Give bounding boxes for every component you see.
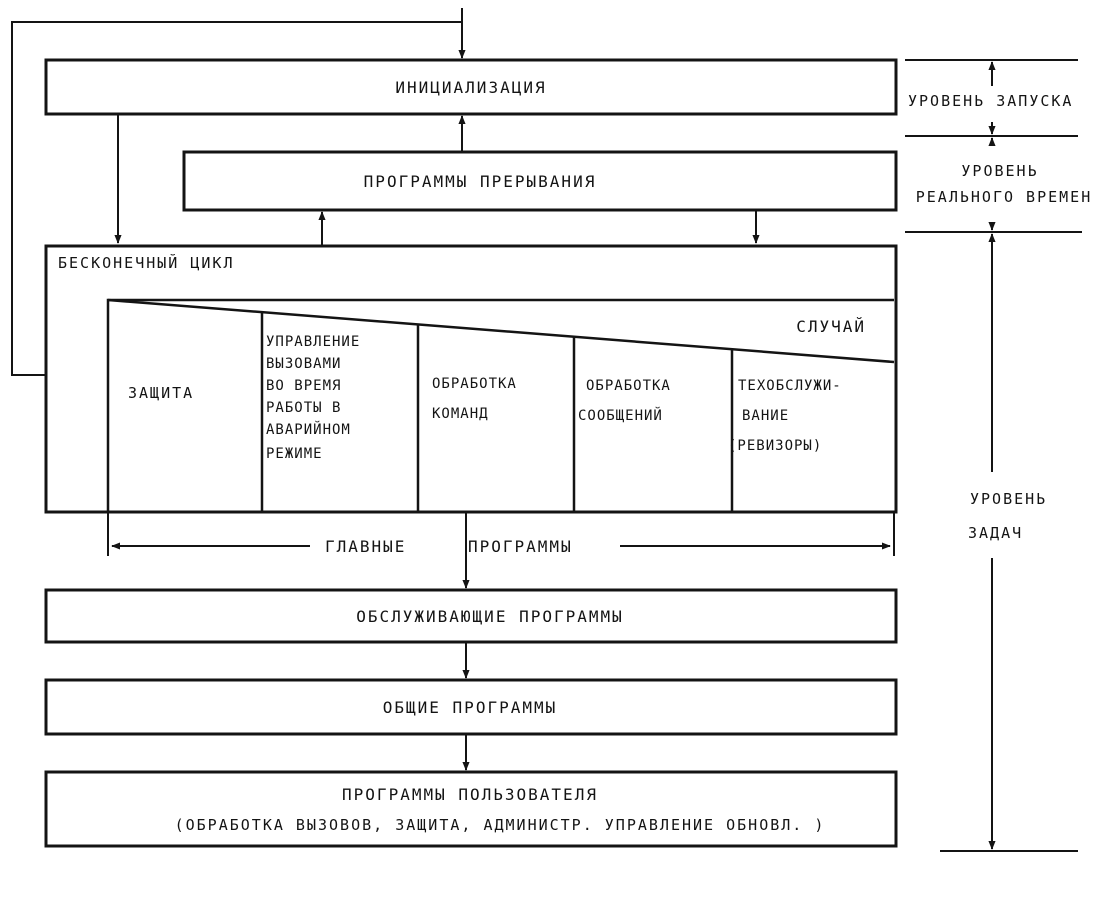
infinite-loop-box: БЕСКОНЕЧНЫЙ ЦИКЛ СЛУЧАЙ ЗАЩИТА УПРАВЛЕНИ… (44, 244, 898, 514)
interrupt-label: ПРОГРАММЫ ПРЕРЫВАНИЯ (364, 172, 597, 191)
interrupt-box: ПРОГРАММЫ ПРЕРЫВАНИЯ (182, 150, 898, 212)
case-structure: СЛУЧАЙ (106, 298, 895, 512)
column-text: СООБЩЕНИЙ (578, 406, 663, 424)
init-box: ИНИЦИАЛИЗАЦИЯ (44, 58, 898, 116)
main-programs-left-label: ГЛАВНЫЕ (325, 537, 406, 556)
column-text: (РЕВИЗОРЫ) (728, 438, 822, 454)
column-text: РАБОТЫ В (266, 400, 341, 416)
column-text: УПРАВЛЕНИЕ (266, 334, 360, 350)
column-text: ТЕХОБСЛУЖИ- (738, 378, 842, 394)
user-programs-title: ПРОГРАММЫ ПОЛЬЗОВАТЕЛЯ (342, 785, 598, 804)
column-text: ВАНИЕ (742, 408, 789, 424)
level-realtime-line2: РЕАЛЬНОГО ВРЕМЕН (916, 188, 1093, 206)
top-arrows (114, 114, 760, 246)
level-scale: УРОВЕНЬ ЗАПУСКА УРОВЕНЬ РЕАЛЬНОГО ВРЕМЕН… (905, 59, 1093, 852)
case-label: СЛУЧАЙ (796, 317, 866, 336)
main-programs-span: ГЛАВНЫЕ ПРОГРАММЫ (107, 512, 895, 556)
service-programs-box: ОБСЛУЖИВАЮЩИЕ ПРОГРАММЫ (44, 588, 898, 644)
level-startup-label: УРОВЕНЬ ЗАПУСКА (908, 92, 1073, 110)
column-text: ОБРАБОТКА (586, 378, 671, 394)
level-tasks-line1: УРОВЕНЬ (970, 490, 1047, 508)
column-emergency-call-control: УПРАВЛЕНИЕ ВЫЗОВАМИ ВО ВРЕМЯ РАБОТЫ В АВ… (266, 334, 360, 462)
column-text: ВО ВРЕМЯ (266, 378, 341, 394)
main-programs-right-label: ПРОГРАММЫ (468, 537, 573, 556)
column-text: ОБРАБОТКА (432, 376, 517, 392)
column-command-processing: ОБРАБОТКА КОМАНД (432, 376, 517, 422)
column-text: ВЫЗОВАМИ (266, 356, 341, 372)
general-programs-label: ОБЩИЕ ПРОГРАММЫ (383, 698, 558, 717)
column-text: РЕЖИМЕ (266, 446, 323, 462)
column-maintenance: ТЕХОБСЛУЖИ- ВАНИЕ (РЕВИЗОРЫ) (728, 378, 842, 454)
column-protection: ЗАЩИТА (128, 384, 194, 402)
level-tasks-line2: ЗАДАЧ (968, 524, 1023, 542)
user-programs-subtitle: (ОБРАБОТКА ВЫЗОВОВ, ЗАЩИТА, АДМИНИСТР. У… (175, 816, 826, 834)
column-text: ЗАЩИТА (128, 384, 194, 402)
general-programs-box: ОБЩИЕ ПРОГРАММЫ (44, 678, 898, 736)
infinite-loop-label: БЕСКОНЕЧНЫЙ ЦИКЛ (58, 253, 235, 272)
column-text: АВАРИЙНОМ (266, 420, 351, 438)
level-realtime-line1: УРОВЕНЬ (961, 162, 1038, 180)
user-programs-box: ПРОГРАММЫ ПОЛЬЗОВАТЕЛЯ (ОБРАБОТКА ВЫЗОВО… (44, 770, 898, 848)
column-message-processing: ОБРАБОТКА СООБЩЕНИЙ (578, 378, 671, 424)
service-programs-label: ОБСЛУЖИВАЮЩИЕ ПРОГРАММЫ (356, 607, 624, 626)
init-label: ИНИЦИАЛИЗАЦИЯ (395, 78, 546, 97)
feedback-loop (11, 8, 466, 376)
column-text: КОМАНД (432, 406, 489, 422)
